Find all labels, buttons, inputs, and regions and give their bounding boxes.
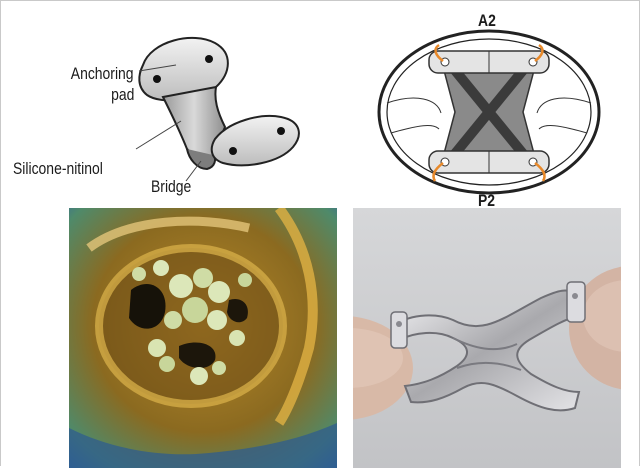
echo-image-panel — [69, 208, 337, 468]
pad-hole — [229, 147, 237, 155]
label-bridge: Bridge — [151, 177, 191, 197]
lower-anchoring-pad — [212, 116, 299, 165]
clip-tab-right — [567, 282, 585, 322]
pad-hole — [205, 55, 213, 63]
silicone-leader — [136, 121, 181, 149]
device-diagram-panel: Anchoring pad Silicone-nitinol Bridge — [11, 9, 331, 204]
pad-hole — [153, 75, 161, 83]
clip-tab-left — [391, 312, 407, 348]
label-anchoring: Anchoring — [71, 64, 134, 84]
label-silicone-nitinol: Silicone-nitinol — [13, 159, 103, 179]
echo-image — [69, 208, 337, 468]
pad-hole — [277, 127, 285, 135]
label-pad: pad — [111, 85, 134, 105]
valve-schematic-panel: A2 P2 — [361, 11, 621, 211]
device-photo-panel — [353, 208, 621, 468]
device-photo — [353, 208, 621, 468]
valve-schematic — [361, 11, 621, 211]
